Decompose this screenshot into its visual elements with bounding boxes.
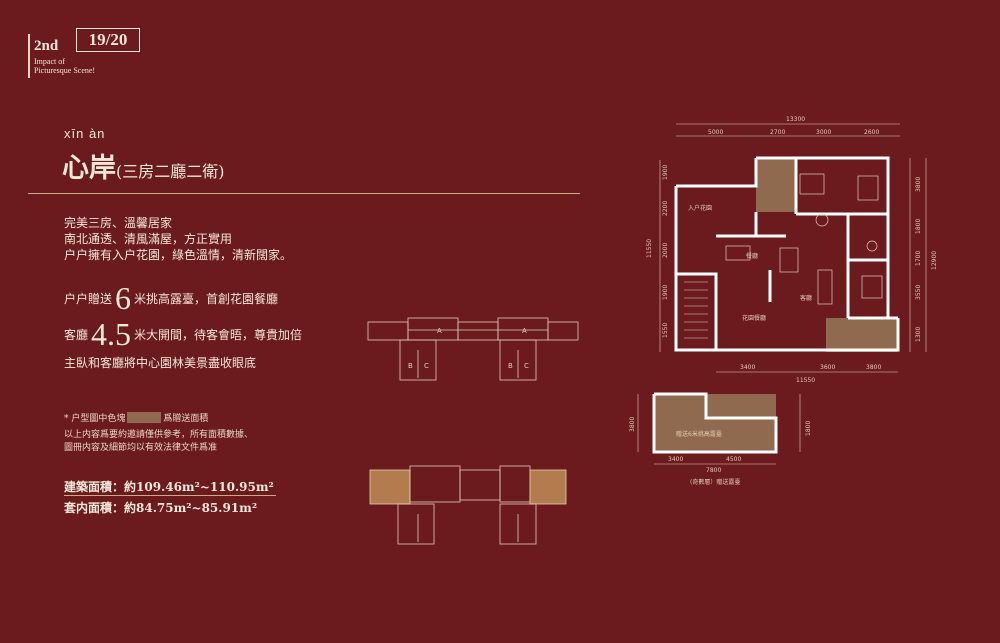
edition-label: 2nd [34, 38, 59, 54]
highlight-number: 6 [115, 280, 132, 316]
key-unit-label: A [437, 327, 442, 335]
plan-caption: (奇數層）贈送露臺 [690, 478, 740, 486]
title-pinyin: xīn àn [64, 126, 106, 141]
page-number: 19/20 [76, 28, 140, 52]
description-line: 完美三房、溫馨居家 [64, 216, 173, 230]
highlight-line-3: 主臥和客廳將中心園林美景盡收眼底 [64, 356, 257, 370]
dim-terrace-left: 3800 [629, 417, 636, 432]
building-area: 建築面積：約109.46m²~110.95m² [64, 480, 274, 494]
floor-plan [637, 123, 927, 465]
dim-left: 1550 [662, 323, 669, 338]
legend: * 户型圖中色塊爲贈送面積 [64, 412, 209, 424]
dim-top: 5000 [708, 129, 723, 136]
dim-top: 2600 [864, 129, 879, 136]
dim-right: 1800 [915, 219, 922, 234]
dim-left: 1900 [662, 165, 669, 180]
edition-subtitle: Impact of Picturesque Scene! [34, 57, 96, 75]
page-title: 心岸(三房二廳二衛) [62, 146, 225, 185]
gift-area-swatch [127, 412, 162, 423]
dim-left: 2000 [662, 243, 669, 258]
dim-top-total: 13300 [786, 116, 805, 123]
key-unit-label: B [408, 362, 413, 370]
dim-bottom: 3400 [740, 364, 755, 371]
disclaimer-line: 圖冊内容及細節均以有效法律文件爲准 [64, 443, 218, 453]
dim-right: 3550 [915, 285, 922, 300]
dim-bottom: 3800 [866, 364, 881, 371]
title-name: 心岸 [62, 153, 116, 184]
dim-right-total: 12900 [931, 251, 938, 270]
dim-right: 3800 [915, 177, 922, 192]
dim-terrace-right: 1800 [805, 421, 812, 436]
description-line: 南北通透、清風滿屋，方正實用 [64, 232, 233, 246]
room-terrace: 贈送6米挑高露臺 [676, 430, 722, 438]
key-unit-label: A [522, 327, 527, 335]
room-entry-garden: 入户花園 [688, 204, 712, 212]
key-plan-upper [367, 317, 579, 381]
dim-right: 1300 [915, 327, 922, 342]
key-unit-label: C [424, 362, 429, 370]
area-divider [64, 495, 276, 496]
title-divider [28, 193, 580, 194]
highlight-number: 4.5 [91, 316, 132, 352]
dim-left: 1900 [662, 285, 669, 300]
header-rule [28, 34, 30, 78]
dim-left: 2200 [662, 201, 669, 216]
room-dining: 餐廳 [746, 252, 758, 260]
dim-left-total: 11550 [646, 239, 653, 258]
key-plan-lower [369, 465, 567, 545]
key-unit-label: C [524, 362, 529, 370]
dim-bottom-total: 11550 [796, 377, 815, 384]
interior-area: 套内面積：約84.75m²~85.91m² [64, 501, 258, 515]
room-living: 客廳 [800, 294, 812, 302]
room-garden-restaurant: 花園餐廳 [742, 314, 766, 322]
disclaimer-line: 以上内容爲要約邀請僅供參考，所有面積數據、 [64, 430, 254, 440]
dim-terrace: 3400 [668, 456, 683, 463]
dim-top: 2700 [770, 129, 785, 136]
description-line: 户户擁有入户花園，綠色溫情，清新闊家。 [64, 248, 293, 262]
key-unit-label: B [508, 362, 513, 370]
dim-right: 1700 [915, 251, 922, 266]
dim-terrace: 4500 [726, 456, 741, 463]
dim-terrace-total: 7800 [706, 467, 721, 474]
title-layout: (三房二廳二衛) [116, 162, 225, 181]
dim-bottom: 3600 [820, 364, 835, 371]
dim-top: 3000 [816, 129, 831, 136]
